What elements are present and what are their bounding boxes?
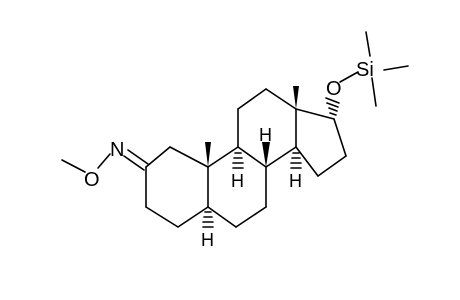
bond-c4-c3 xyxy=(145,206,179,228)
bond-c2-n-double-a xyxy=(127,149,149,165)
h14-label: H xyxy=(289,171,302,191)
bond-c13-c17 xyxy=(295,108,335,120)
h5-label: H xyxy=(201,230,214,250)
bond-c2-n-double-b xyxy=(123,155,145,171)
bond-c12-c13 xyxy=(265,88,297,110)
bond-si-methyl-3 xyxy=(371,77,377,107)
hash-c5-h xyxy=(202,211,214,228)
bond-c7-c6 xyxy=(235,206,267,228)
bond-c2-c1 xyxy=(145,146,171,168)
silicon-label: Si xyxy=(356,59,374,81)
bond-methyl-oxime-o xyxy=(61,159,86,173)
bond-c15-c14 xyxy=(295,146,319,177)
bond-c17-c16 xyxy=(333,118,347,157)
h9-label: H xyxy=(231,171,244,191)
oxime-oxygen-label: O xyxy=(84,169,100,191)
bond-c5-c4 xyxy=(177,206,209,228)
bond-c1-c10 xyxy=(169,146,209,168)
bond-si-methyl-1 xyxy=(365,31,371,57)
siloxy-oxygen-label: O xyxy=(326,78,342,100)
bond-c16-c15 xyxy=(317,155,347,177)
bond-c9-c8 xyxy=(237,146,267,168)
bond-c11-c12 xyxy=(237,88,267,110)
nitrogen-label: N xyxy=(110,139,124,161)
hash-c14-h xyxy=(290,152,302,169)
wedge-c13-methyl xyxy=(293,86,299,109)
bond-c10-c9 xyxy=(207,146,239,168)
bond-oxime-o-n xyxy=(97,153,111,169)
wedge-c8-h xyxy=(262,142,270,167)
h8-label: H xyxy=(259,125,272,145)
bond-c14-c8 xyxy=(265,146,297,168)
wedge-c10-methyl xyxy=(205,142,211,167)
bond-c6-c5 xyxy=(207,206,237,228)
hash-c17-o xyxy=(325,97,340,116)
bond-o-si xyxy=(339,71,359,83)
bond-si-methyl-2 xyxy=(383,65,409,71)
hash-c9-h xyxy=(232,152,244,169)
